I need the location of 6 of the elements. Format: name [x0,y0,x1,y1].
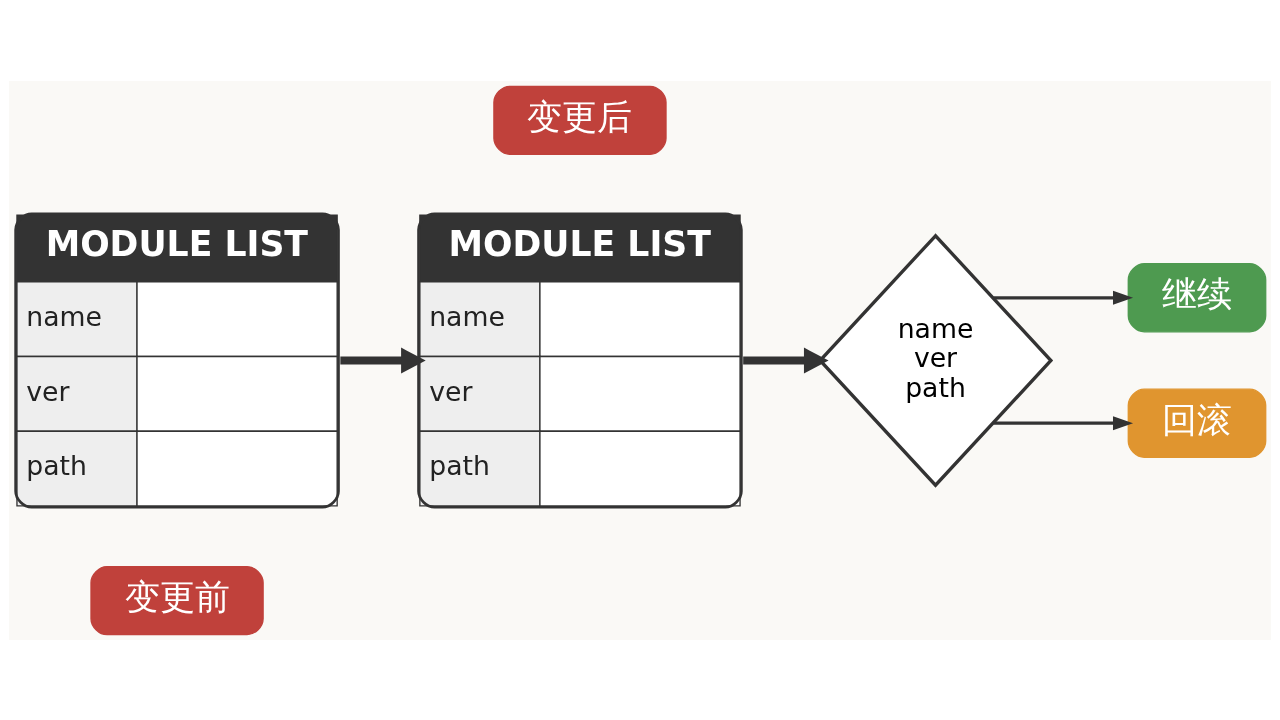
node-box: 变更后 [493,85,667,155]
node-box: 变更前 [90,565,264,635]
arrow [993,290,1134,305]
node-box: 回滚 [1127,388,1267,458]
node-box: 继续 [1127,262,1267,332]
arrow [993,415,1134,430]
